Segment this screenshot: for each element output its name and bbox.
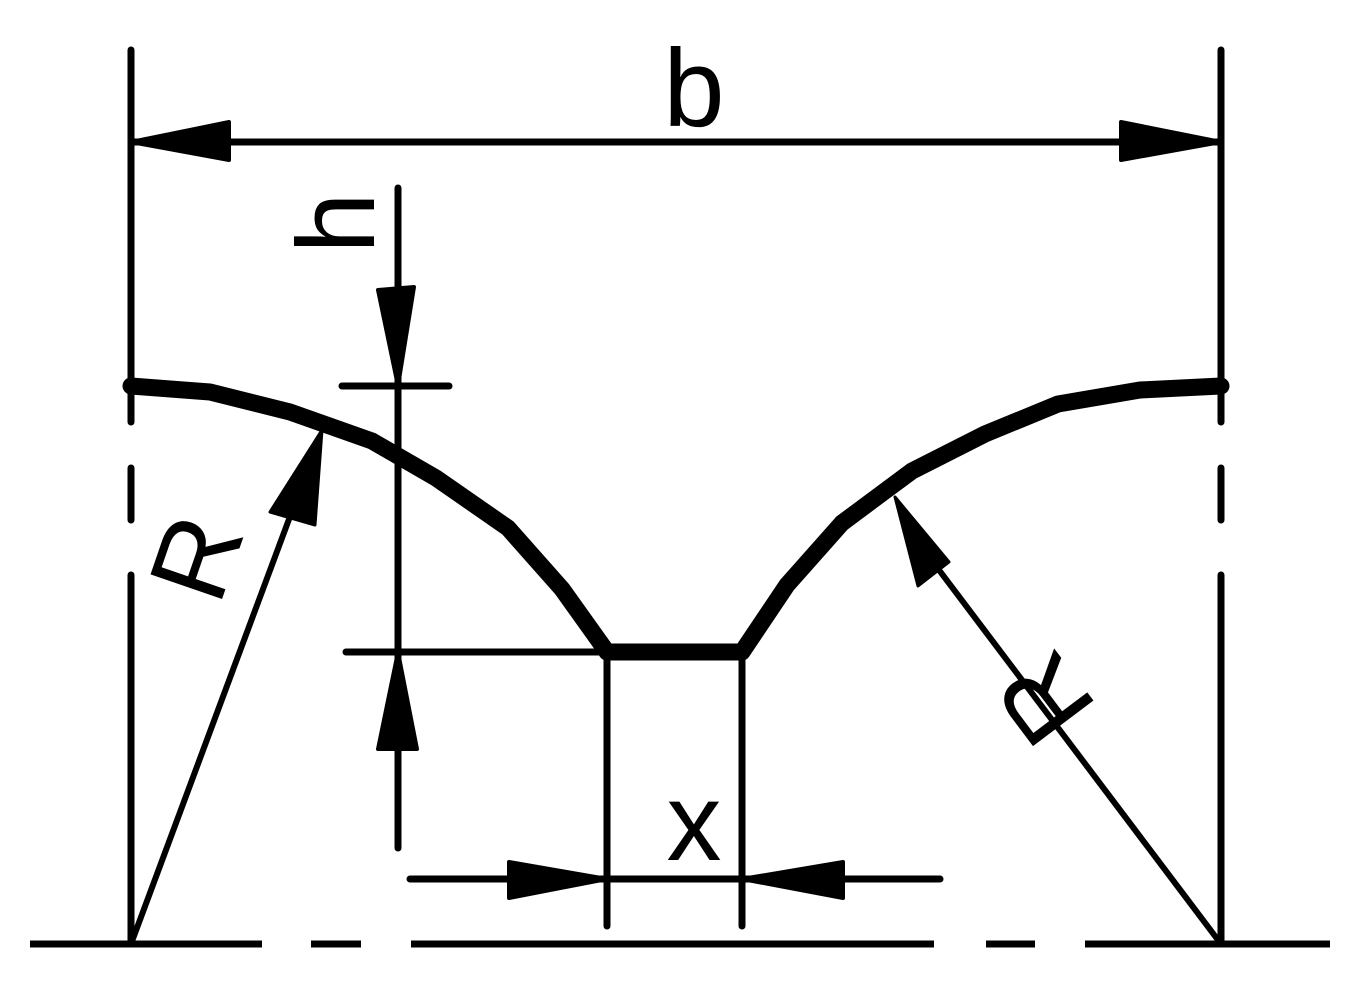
arrow-icon — [268, 428, 324, 527]
radius-left: R — [125, 428, 324, 946]
label-x: x — [667, 761, 722, 884]
dimension-x: x — [406, 653, 944, 930]
profile-outline — [122, 377, 1230, 661]
arrow-down-icon — [376, 285, 416, 388]
arrow-right-icon — [1119, 120, 1223, 162]
label-r-right: R — [972, 630, 1118, 767]
arrow-up-icon — [376, 650, 419, 751]
radius-right: R — [893, 495, 1224, 946]
label-r-left: R — [125, 500, 267, 615]
label-b: b — [663, 27, 724, 150]
dimension-h: h — [275, 184, 611, 852]
arrow-right-icon — [507, 860, 609, 900]
label-h: h — [275, 192, 398, 253]
arrow-left-icon — [129, 120, 231, 162]
dimension-b: b — [129, 27, 1223, 162]
arrow-icon — [893, 495, 951, 588]
arrow-left-icon — [740, 860, 845, 900]
